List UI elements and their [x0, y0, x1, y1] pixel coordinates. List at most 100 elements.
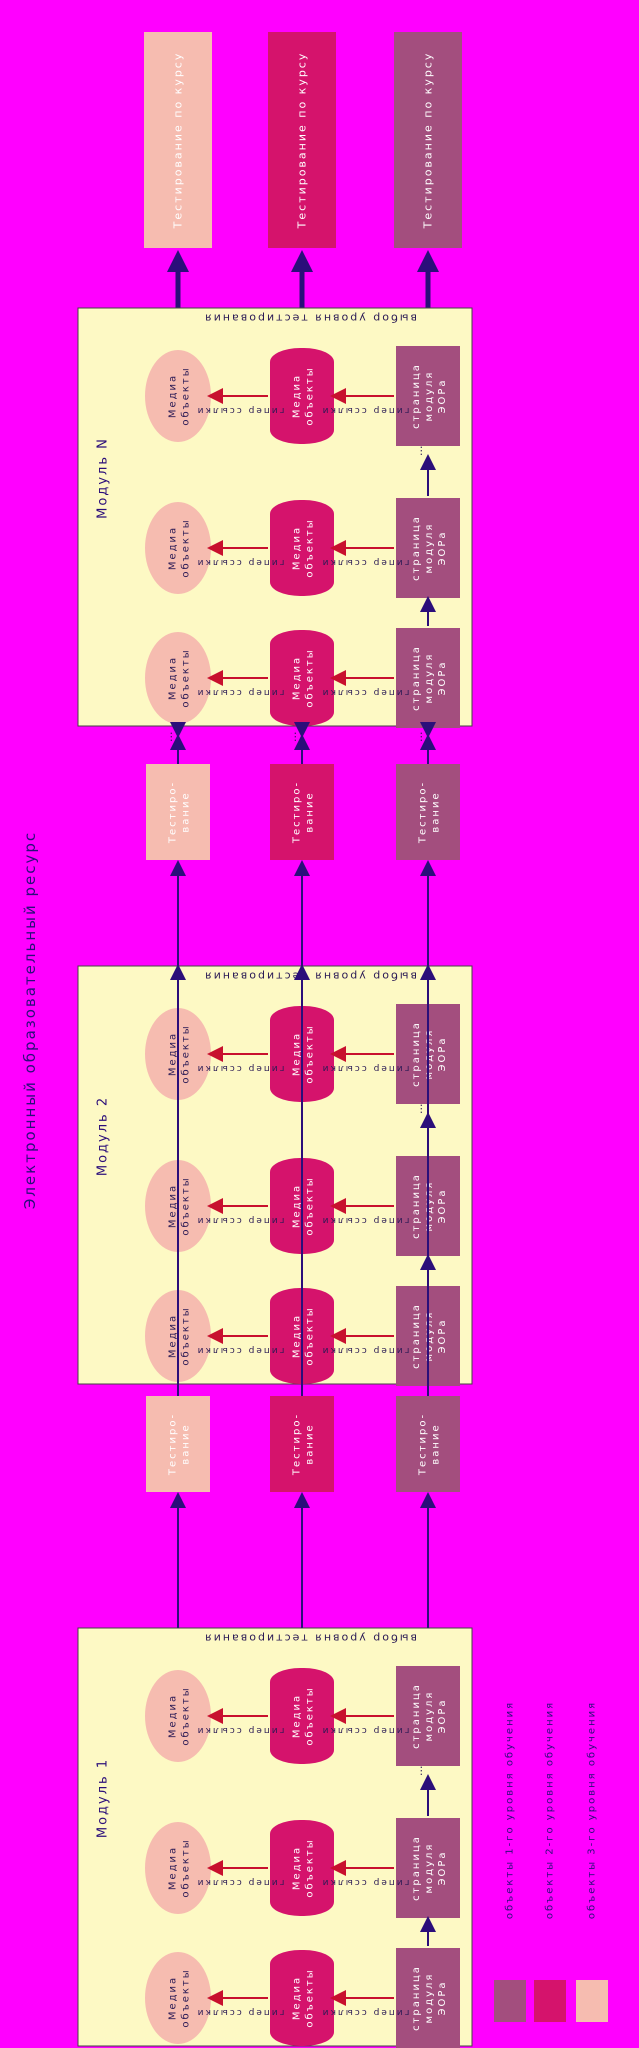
- between-test-box: [270, 764, 334, 860]
- hyperlink-label-2: гипер ссылки: [196, 1063, 285, 1073]
- text-line: вание: [431, 791, 442, 832]
- text-line: объекты: [181, 648, 192, 707]
- module-ellipsis: ...: [412, 1766, 425, 1777]
- text-line: страница: [411, 1173, 422, 1239]
- top-test-arrowhead-1: [417, 250, 439, 272]
- text-line: модуля: [424, 1311, 435, 1362]
- hyperlink-label-2: гипер ссылки: [196, 1215, 285, 1225]
- top-test-label-2: Тестирование по курсу: [296, 52, 309, 230]
- between-test-label: Тестиро-вание: [292, 781, 316, 844]
- module-ellipsis: ...: [412, 1104, 425, 1115]
- text-line: Медиа: [292, 1976, 303, 2020]
- page-box: [396, 1948, 460, 2048]
- hyperlink-label-2: гипер ссылки: [196, 1877, 285, 1887]
- top-test-box-1: [394, 32, 462, 248]
- text-line: объекты: [305, 1306, 316, 1365]
- module-ellipsis: ...: [412, 446, 425, 457]
- text-line: вание: [305, 1423, 316, 1464]
- text-line: Медиа: [292, 526, 303, 570]
- between-ellipsis: ...: [162, 732, 175, 743]
- level2-cylinder: [270, 1950, 334, 2046]
- page-box: [396, 498, 460, 598]
- text-line: ЭОРа: [437, 1850, 448, 1885]
- text-line: Тестиро-: [292, 1413, 303, 1476]
- top-test-label-3: Тестирование по курсу: [172, 52, 185, 230]
- module-name: Модуль 2: [96, 1096, 111, 1176]
- text-line: Медиа: [292, 656, 303, 700]
- level2-cylinder: [270, 348, 334, 444]
- text-line: объекты: [181, 1024, 192, 1083]
- text-line: ЭОРа: [437, 530, 448, 565]
- legend-swatch-1: [494, 1980, 526, 2022]
- between-test-label: Тестиро-вание: [168, 1413, 192, 1476]
- module-name: Модуль 1: [96, 1758, 111, 1838]
- text-line: Медиа: [292, 1184, 303, 1228]
- text-line: ЭОРа: [437, 1698, 448, 1733]
- hyperlink-label-1: гипер ссылки: [321, 687, 410, 697]
- text-line: страница: [411, 645, 422, 711]
- between-test-label: Тестиро-вание: [418, 1413, 442, 1476]
- text-line: объекты: [305, 1176, 316, 1235]
- between-test-box: [270, 1396, 334, 1492]
- hyperlink-label-1: гипер ссылки: [321, 557, 410, 567]
- hyperlink-label-1: гипер ссылки: [321, 1063, 410, 1073]
- text-line: вание: [431, 1423, 442, 1464]
- text-line: Медиа: [168, 1314, 179, 1358]
- level3-media-ellipse: [145, 350, 211, 442]
- text-line: Медиа: [168, 1976, 179, 2020]
- between-test-box: [146, 1396, 210, 1492]
- hyperlink-label-2: гипер ссылки: [196, 1345, 285, 1355]
- top-test-box-3: [144, 32, 212, 248]
- level3-media-ellipse: [145, 632, 211, 724]
- text-line: Медиа: [292, 1032, 303, 1076]
- text-line: Тестиро-: [418, 1413, 429, 1476]
- legend-swatch-3: [576, 1980, 608, 2022]
- select-level-label: выбор уровня тестирования: [203, 312, 417, 325]
- select-level-label: выбор уровня тестирования: [203, 970, 417, 983]
- level2-cylinder: [270, 630, 334, 726]
- text-line: ЭОРа: [437, 1318, 448, 1353]
- text-line: объекты: [181, 366, 192, 425]
- text-line: Медиа: [168, 374, 179, 418]
- between-ellipsis: ...: [286, 732, 299, 743]
- text-line: Медиа: [292, 1846, 303, 1890]
- top-test-box-2: [268, 32, 336, 248]
- text-line: объекты: [305, 648, 316, 707]
- hyperlink-label-1: гипер ссылки: [321, 1215, 410, 1225]
- text-line: Медиа: [292, 374, 303, 418]
- text-line: Медиа: [168, 1846, 179, 1890]
- text-line: Медиа: [168, 526, 179, 570]
- hyperlink-label-2: гипер ссылки: [196, 687, 285, 697]
- hyperlink-label-1: гипер ссылки: [321, 1725, 410, 1735]
- text-line: объекты: [305, 1968, 316, 2027]
- text-line: ЭОРа: [437, 1188, 448, 1223]
- legend-label-3: объекты 3-го уровня обучения: [587, 1701, 598, 1919]
- text-line: Тестиро-: [168, 1413, 179, 1476]
- hyperlink-label-1: гипер ссылки: [321, 405, 410, 415]
- text-line: Медиа: [168, 1694, 179, 1738]
- top-test-arrowhead-3: [167, 250, 189, 272]
- text-line: страница: [411, 1303, 422, 1369]
- legend-swatch-2: [534, 1980, 566, 2022]
- text-line: объекты: [181, 518, 192, 577]
- text-line: Тестиро-: [418, 781, 429, 844]
- text-line: объекты: [305, 1838, 316, 1897]
- top-test-label-1: Тестирование по курсу: [422, 52, 435, 230]
- page-box: [396, 1666, 460, 1766]
- text-line: страница: [411, 1965, 422, 2031]
- between-test-label: Тестиро-вание: [168, 781, 192, 844]
- text-line: объекты: [181, 1968, 192, 2027]
- hyperlink-label-2: гипер ссылки: [196, 405, 285, 415]
- text-line: ЭОРа: [437, 1980, 448, 2015]
